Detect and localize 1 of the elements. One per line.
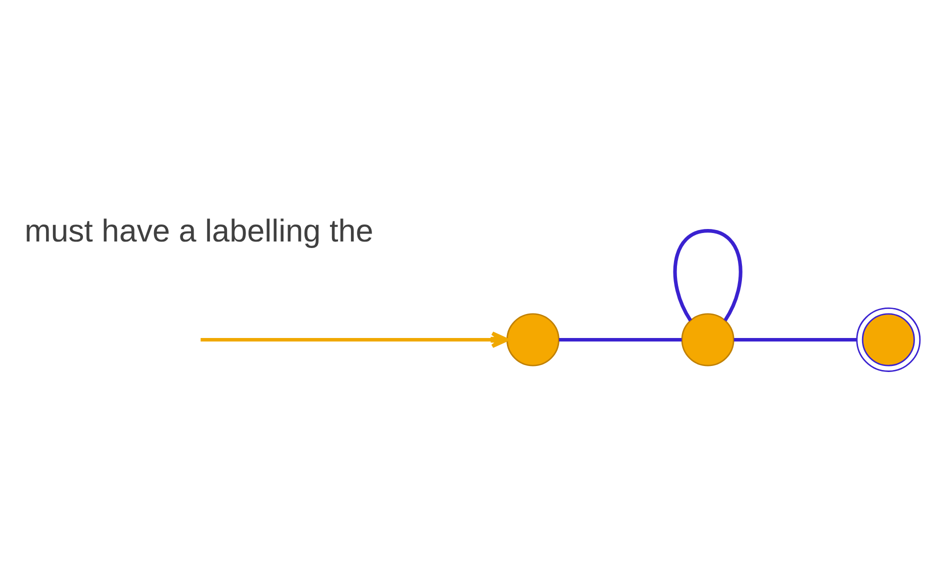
label: must have a labelling the: [24, 212, 374, 248]
